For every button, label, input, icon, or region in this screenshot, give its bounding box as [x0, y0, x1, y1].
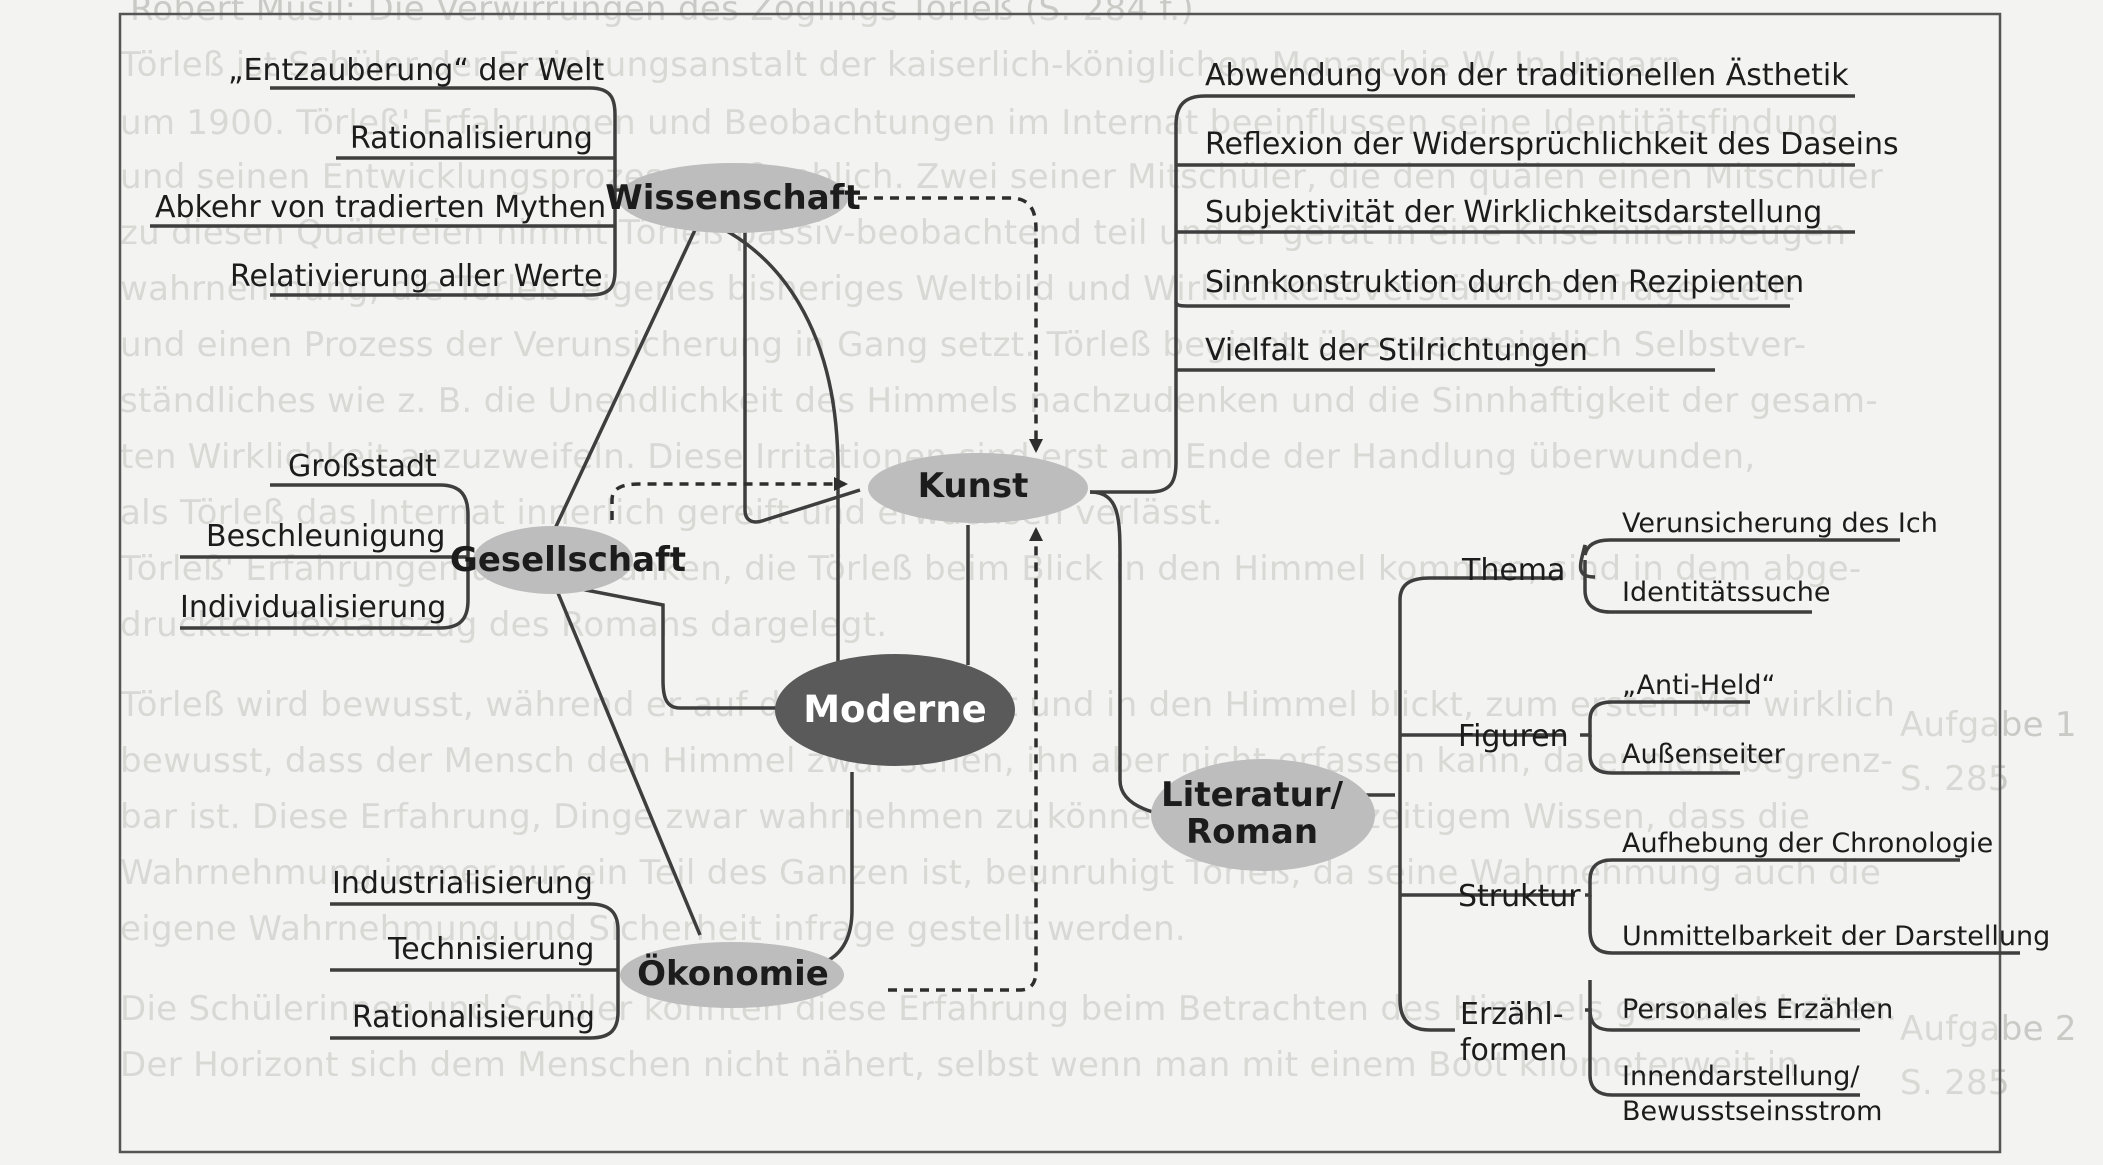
bg-text-line: bar ist. Diese Erfahrung, Dinge zwar wah… — [120, 797, 1810, 837]
thema-bracket — [1578, 538, 1900, 614]
oekonomie-item: Technisierung — [387, 932, 594, 967]
dashed-arrow-gesellschaft-kunst — [610, 477, 848, 520]
wissenschaft-item: Relativierung aller Werte — [230, 259, 603, 294]
oekonomie-bracket — [330, 902, 620, 1040]
erzaehlformen-item: Personales Erzählen — [1622, 994, 1893, 1025]
figuren-item: „Anti-Held“ — [1622, 670, 1775, 701]
oekonomie-item: Industrialisierung — [332, 866, 593, 901]
node-gesellschaft-ellipse — [473, 526, 633, 594]
figuren-bracket — [1580, 700, 1750, 775]
literatur-figuren-label: Figuren — [1458, 719, 1569, 754]
kunst-bracket — [1090, 94, 1855, 494]
kunst-item: Subjektivität der Wirklichkeitsdarstellu… — [1205, 195, 1822, 230]
node-literatur-ellipse — [1151, 759, 1375, 871]
bg-margin-note: S. 285 — [1900, 759, 2010, 799]
erzaehlformen-item: Innendarstellung/ — [1622, 1061, 1860, 1092]
kunst-item: Abwendung von der traditionellen Ästheti… — [1205, 57, 1849, 93]
bg-text-line: wahrnehmung, die Törleß' eigenes bisheri… — [120, 269, 1795, 309]
erzaehlformen-item: Bewusstseinsstrom — [1622, 1096, 1882, 1127]
gesellschaft-item: Beschleunigung — [206, 519, 445, 554]
struktur-item: Unmittelbarkeit der Darstellung — [1622, 921, 2050, 952]
bg-text-line: ständliches wie z. B. die Unendlichkeit … — [120, 381, 1878, 421]
wissenschaft-item: Rationalisierung — [350, 121, 593, 156]
connector-gesellschaft-oekonomie — [556, 592, 702, 936]
literatur-thema-label: Thema — [1461, 553, 1565, 588]
bg-text-line: eigene Wahrnehmung und Sicherheit infrag… — [120, 909, 1186, 949]
wissenschaft-item: Abkehr von tradierten Mythen — [155, 190, 606, 225]
node-literatur-label-line2: Roman — [1186, 812, 1318, 852]
struktur-bracket — [1585, 858, 2020, 955]
connector-kunst-literatur — [1089, 490, 1166, 817]
bg-text-line: um 1900. Törleß' Erfahrungen und Beobach… — [120, 103, 1839, 143]
struktur-item: Aufhebung der Chronologie — [1622, 828, 1993, 859]
bg-text-line: und einen Prozess der Verunsicherung in … — [120, 325, 1806, 365]
node-gesellschaft-label: Gesellschaft — [450, 540, 686, 580]
bg-margin-note: Aufgabe 2 — [1900, 1009, 2077, 1049]
node-kunst-label: Kunst — [918, 466, 1029, 506]
kunst-item: Sinnkonstruktion durch den Rezipienten — [1205, 265, 1804, 300]
figuren-item: Außenseiter — [1622, 739, 1786, 770]
connector-wissenschaft-kunst — [743, 225, 861, 524]
connector-moderne-wissenschaft — [699, 216, 840, 665]
gesellschaft-item: Individualisierung — [180, 590, 446, 625]
gesellschaft-bracket — [180, 483, 470, 630]
literatur-erzaehlformen-label-line1: Erzähl- — [1460, 997, 1564, 1032]
connector-gesellschaft-wissenschaft — [550, 229, 697, 536]
oekonomie-item: Rationalisierung — [352, 1000, 595, 1035]
literatur-struktur-label: Struktur — [1458, 879, 1581, 914]
bg-margin-note: S. 285 — [1900, 1063, 2010, 1103]
bg-text-line: Die Schülerinnen und Schüler könnten die… — [120, 989, 1897, 1029]
node-wissenschaft-label: Wissenschaft — [605, 178, 860, 218]
bg-text-line: bewusst, dass der Mensch den Himmel zwar… — [120, 741, 1893, 781]
thema-item: Identitätssuche — [1622, 577, 1830, 608]
dashed-arrows — [610, 196, 1043, 992]
bg-text-line: druckten Textauszug des Romans dargelegt… — [120, 605, 887, 645]
literatur-bracket — [1350, 576, 1575, 1032]
node-kunst-ellipse — [868, 453, 1088, 523]
literatur-erzaehlformen-label-line2: formen — [1460, 1033, 1567, 1068]
node-moderne-ellipse — [775, 654, 1015, 766]
connector-moderne-gesellschaft — [559, 583, 778, 710]
erzaehlformen-bracket — [1585, 980, 1860, 1097]
gesellschaft-item: Großstadt — [288, 449, 437, 484]
node-moderne-label: Moderne — [803, 688, 987, 731]
dashed-arrow-wissenschaft-kunst — [858, 196, 1043, 453]
node-oekonomie-label: Ökonomie — [637, 953, 829, 994]
bg-text-line: Törleß ist Schüler der Erziehungsanstalt… — [119, 45, 1683, 85]
bg-text-line: Der Horizont sich dem Menschen nicht näh… — [120, 1045, 1798, 1085]
node-oekonomie-ellipse — [620, 942, 844, 1008]
kunst-item: Reflexion der Widersprüchlichkeit des Da… — [1205, 127, 1899, 162]
diagram-frame — [118, 12, 2002, 1154]
thema-item: Verunsicherung des Ich — [1622, 508, 1938, 539]
dashed-arrow-oekonomie-kunst — [888, 527, 1043, 992]
node-wissenschaft-ellipse — [618, 163, 848, 233]
kunst-item: Vielfalt der Stilrichtungen — [1205, 333, 1588, 368]
bg-text-line: Wahrnehmung immer nur ein Teil des Ganze… — [120, 853, 1881, 893]
node-literatur-label-line1: Literatur/ — [1161, 775, 1344, 815]
wissenschaft-item: „Entzauberung“ der Welt — [228, 53, 604, 88]
bg-margin-note: Aufgabe 1 — [1900, 705, 2077, 745]
